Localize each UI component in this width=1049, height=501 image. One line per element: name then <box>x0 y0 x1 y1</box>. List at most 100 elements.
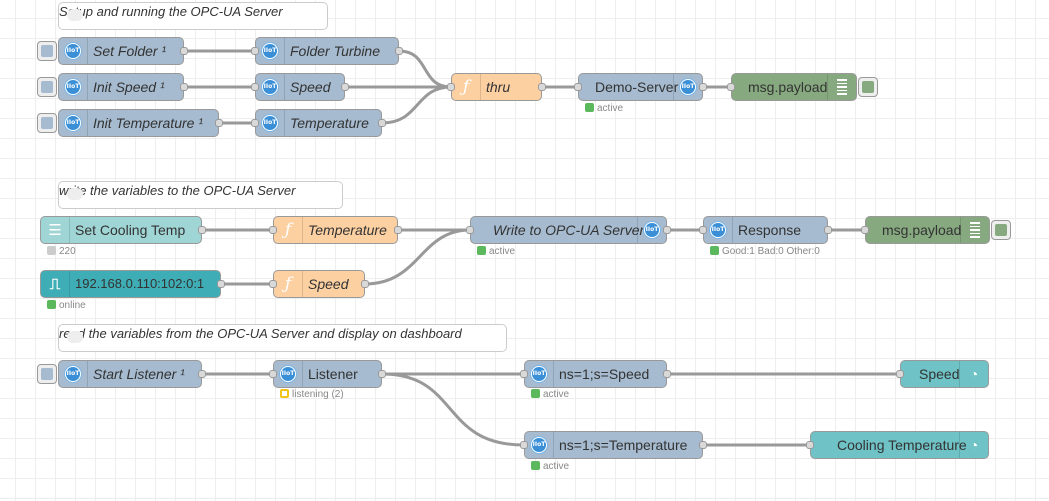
node-status: active <box>585 103 623 115</box>
node-label: ns=1;s=Temperature <box>559 437 688 453</box>
input-port[interactable] <box>251 47 259 55</box>
node-label: Set Folder ¹ <box>93 43 167 59</box>
opcua-ball-icon: IIoT <box>256 38 285 64</box>
slider-node[interactable]: ☰ Set Cooling Temp <box>40 216 206 244</box>
output-port[interactable] <box>663 370 671 378</box>
node-label: Speed <box>308 276 349 292</box>
status-dot <box>47 300 56 309</box>
opcua-ball-icon: IIoT <box>59 110 88 136</box>
inject-button[interactable] <box>37 41 57 61</box>
debug-node[interactable]: msg.payload <box>861 216 1011 244</box>
output-port[interactable] <box>378 370 386 378</box>
inject-node-init-speed[interactable]: IIoT Init Speed ¹ <box>37 73 188 101</box>
node-label: msg.payload <box>882 222 962 238</box>
node-label: Speed <box>919 366 960 382</box>
output-port[interactable] <box>395 47 403 55</box>
inject-button[interactable] <box>37 77 57 97</box>
function-node-speed[interactable]: ƒ Speed <box>269 270 369 298</box>
output-port[interactable] <box>663 226 671 234</box>
opcua-ball-icon: IIoT <box>59 74 88 100</box>
input-port[interactable] <box>447 83 455 91</box>
opcua-item-temperature[interactable]: IIoT Temperature <box>251 109 386 137</box>
opcua-ball-icon: IIoT <box>256 74 285 100</box>
input-port[interactable] <box>727 83 735 91</box>
node-label: Temperature <box>308 222 387 238</box>
output-port[interactable] <box>341 83 349 91</box>
function-icon: ƒ <box>274 217 303 243</box>
node-label: Speed <box>290 79 331 95</box>
function-icon: ƒ <box>274 271 303 297</box>
node-label: Temperature <box>290 115 369 131</box>
input-port[interactable] <box>699 226 707 234</box>
status-dot <box>531 389 540 398</box>
output-port[interactable] <box>198 226 206 234</box>
gauge-node-speed[interactable]: Speed ◔ <box>896 360 989 388</box>
node-status: online <box>47 300 86 312</box>
opcua-item-speed[interactable]: IIoT Speed <box>251 73 349 101</box>
input-port[interactable] <box>896 370 904 378</box>
input-port[interactable] <box>269 370 277 378</box>
input-port[interactable] <box>861 226 869 234</box>
node-label: Demo-Server <box>595 79 679 95</box>
comment-node[interactable]: write the variables to the OPC-UA Server <box>58 181 343 209</box>
status-dot <box>531 461 540 470</box>
function-node-thru[interactable]: ƒ thru <box>447 73 546 101</box>
inject-button[interactable] <box>37 364 57 384</box>
input-port[interactable] <box>269 280 277 288</box>
output-port[interactable] <box>538 83 546 91</box>
inject-node-set-folder[interactable]: IIoT Set Folder ¹ <box>37 37 188 65</box>
opcua-ball-icon: IIoT <box>525 361 554 387</box>
debug-node[interactable]: msg.payload <box>727 73 878 101</box>
input-port[interactable] <box>251 83 259 91</box>
output-port[interactable] <box>361 280 369 288</box>
output-port[interactable] <box>198 370 206 378</box>
inject-button[interactable] <box>37 113 57 133</box>
input-port[interactable] <box>269 226 277 234</box>
wire <box>381 85 452 125</box>
input-port[interactable] <box>574 83 582 91</box>
input-port[interactable] <box>251 119 259 127</box>
node-label: Init Speed ¹ <box>93 79 165 95</box>
comment-icon <box>67 9 83 21</box>
output-port[interactable] <box>824 226 832 234</box>
opcua-listener-node[interactable]: IIoT Listener <box>269 360 386 388</box>
modbus-node[interactable]: ⎍ 192.168.0.110:102:0:1 <box>40 270 225 298</box>
output-port[interactable] <box>180 47 188 55</box>
function-node-temperature[interactable]: ƒ Temperature <box>269 216 402 244</box>
node-label: Folder Turbine <box>290 43 381 59</box>
comment-label: Setup and running the OPC-UA Server <box>59 4 283 19</box>
node-label: Cooling Temperature <box>837 437 967 453</box>
input-port[interactable] <box>806 441 814 449</box>
input-port[interactable] <box>520 441 528 449</box>
comment-node[interactable]: read the variables from the OPC-UA Serve… <box>58 324 507 352</box>
opcua-ball-icon: IIoT <box>673 74 702 100</box>
node-status: Good:1 Bad:0 Other:0 <box>710 246 820 258</box>
node-status: listening (2) <box>280 389 344 401</box>
inject-node-start-listener[interactable]: IIoT Start Listener ¹ <box>37 360 206 388</box>
comment-node[interactable]: Setup and running the OPC-UA Server <box>58 2 328 30</box>
opcua-server-node[interactable]: Demo-Server IIoT <box>574 73 707 101</box>
debug-toggle-button[interactable] <box>858 77 878 97</box>
input-port[interactable] <box>466 226 474 234</box>
gauge-node-temperature[interactable]: Cooling Temperature ◔ <box>806 431 989 459</box>
node-label: Response <box>738 222 802 238</box>
output-port[interactable] <box>217 280 225 288</box>
status-dot <box>710 246 719 255</box>
comment-label: write the variables to the OPC-UA Server <box>59 183 296 198</box>
opcua-item-folder-turbine[interactable]: IIoT Folder Turbine <box>251 37 403 65</box>
inject-node-init-temperature[interactable]: IIoT Init Temperature ¹ <box>37 109 223 137</box>
opcua-item-ns-temperature[interactable]: IIoT ns=1;s=Temperature <box>520 431 707 459</box>
output-port[interactable] <box>378 119 386 127</box>
output-port[interactable] <box>215 119 223 127</box>
opcua-ball-icon: IIoT <box>704 217 733 243</box>
output-port[interactable] <box>394 226 402 234</box>
debug-toggle-button[interactable] <box>991 220 1011 240</box>
input-port[interactable] <box>520 370 528 378</box>
output-port[interactable] <box>699 441 707 449</box>
opcua-response-node[interactable]: IIoT Response <box>699 216 832 244</box>
output-port[interactable] <box>180 83 188 91</box>
opcua-write-node[interactable]: Write to OPC-UA Server IIoT <box>466 216 671 244</box>
output-port[interactable] <box>699 83 707 91</box>
opcua-item-ns-speed[interactable]: IIoT ns=1;s=Speed <box>520 360 671 388</box>
wire <box>398 49 452 89</box>
